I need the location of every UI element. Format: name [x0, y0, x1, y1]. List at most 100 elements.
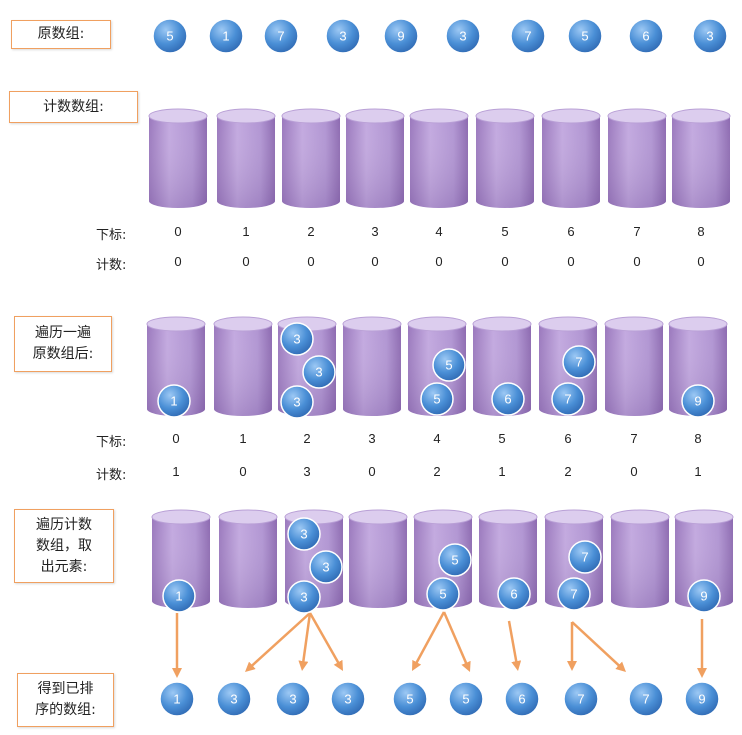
count-array-label: 计数数组:	[9, 91, 138, 123]
svg-text:5: 5	[451, 553, 458, 568]
original-element-1: 1	[208, 18, 244, 54]
bucket-ball-6-0: 7	[562, 345, 596, 379]
svg-text:5: 5	[406, 692, 413, 707]
svg-text:7: 7	[575, 355, 582, 370]
extract-arrow-8	[571, 621, 626, 672]
svg-text:3: 3	[230, 692, 237, 707]
extract-arrow-1	[245, 612, 311, 673]
count-bucket-0	[148, 108, 208, 208]
sorted-element-4: 5	[392, 681, 428, 717]
svg-text:5: 5	[166, 29, 173, 44]
index-after-0: 0	[172, 431, 180, 446]
original-element-7: 5	[567, 18, 603, 54]
svg-text:3: 3	[293, 332, 300, 347]
sorted-element-8: 7	[628, 681, 664, 717]
count-bucket-1	[216, 108, 276, 208]
index-6: 6	[567, 224, 575, 239]
bucket-ball-5-0: 6	[491, 382, 525, 416]
sorted-element-2: 3	[275, 681, 311, 717]
filled-bucket-7	[604, 316, 664, 416]
initial-count-8: 0	[697, 254, 705, 269]
extract-ball-4-0: 5	[438, 543, 472, 577]
extract-label: 遍历计数 数组，取 出元素:	[14, 509, 114, 583]
count-after-7: 0	[630, 464, 638, 479]
count-after-5: 1	[498, 464, 506, 479]
filled-bucket-1	[213, 316, 273, 416]
svg-text:1: 1	[175, 589, 182, 604]
index-after-4: 4	[433, 431, 441, 446]
original-array-label: 原数组:	[11, 20, 111, 49]
sorted-element-1: 3	[216, 681, 252, 717]
index-2: 2	[307, 224, 315, 239]
svg-text:3: 3	[300, 527, 307, 542]
initial-count-3: 0	[371, 254, 379, 269]
index-after-7: 7	[630, 431, 638, 446]
sorted-element-7: 7	[563, 681, 599, 717]
index-8: 8	[697, 224, 705, 239]
svg-text:3: 3	[293, 395, 300, 410]
extract-ball-2-0: 3	[287, 517, 321, 551]
sorted-element-9: 9	[684, 681, 720, 717]
count-row-label-2: 计数:	[96, 468, 127, 483]
index-1: 1	[242, 224, 250, 239]
initial-count-7: 0	[633, 254, 641, 269]
sorted-element-6: 6	[504, 681, 540, 717]
extract-ball-2-2: 3	[287, 580, 321, 614]
count-after-3: 0	[368, 464, 376, 479]
count-bucket-7	[607, 108, 667, 208]
original-element-4: 9	[383, 18, 419, 54]
initial-count-6: 0	[567, 254, 575, 269]
bucket-ball-2-1: 3	[302, 355, 336, 389]
svg-text:7: 7	[564, 392, 571, 407]
index-0: 0	[174, 224, 182, 239]
index-5: 5	[501, 224, 509, 239]
count-bucket-8	[671, 108, 731, 208]
svg-text:6: 6	[510, 587, 517, 602]
extract-ball-4-1: 5	[426, 577, 460, 611]
svg-text:5: 5	[445, 358, 452, 373]
original-element-0: 5	[152, 18, 188, 54]
count-row-label-1: 计数:	[96, 258, 127, 273]
index-row-label-2: 下标:	[96, 435, 127, 450]
extract-ball-0-0: 1	[162, 579, 196, 613]
initial-count-2: 0	[307, 254, 315, 269]
svg-text:1: 1	[173, 692, 180, 707]
index-after-8: 8	[694, 431, 702, 446]
extract-ball-5-0: 6	[497, 577, 531, 611]
svg-text:3: 3	[459, 29, 466, 44]
sorted-element-5: 5	[448, 681, 484, 717]
initial-count-5: 0	[501, 254, 509, 269]
index-after-2: 2	[303, 431, 311, 446]
original-element-2: 7	[263, 18, 299, 54]
bucket-ball-2-2: 3	[280, 385, 314, 419]
extract-ball-6-1: 7	[557, 577, 591, 611]
original-element-9: 3	[692, 18, 728, 54]
svg-text:9: 9	[694, 394, 701, 409]
count-after-2: 3	[303, 464, 311, 479]
bucket-ball-2-0: 3	[280, 322, 314, 356]
svg-text:3: 3	[289, 692, 296, 707]
count-after-8: 1	[694, 464, 702, 479]
count-after-0: 1	[172, 464, 180, 479]
bucket-ball-0-0: 1	[157, 384, 191, 418]
original-element-8: 6	[628, 18, 664, 54]
count-bucket-2	[281, 108, 341, 208]
svg-text:6: 6	[518, 692, 525, 707]
count-after-6: 2	[564, 464, 572, 479]
svg-text:1: 1	[170, 394, 177, 409]
svg-text:3: 3	[706, 29, 713, 44]
sorted-element-0: 1	[159, 681, 195, 717]
svg-text:5: 5	[439, 587, 446, 602]
index-7: 7	[633, 224, 641, 239]
count-bucket-3	[345, 108, 405, 208]
extract-bucket-3	[348, 509, 408, 608]
count-after-1: 0	[239, 464, 247, 479]
svg-text:7: 7	[277, 29, 284, 44]
index-after-6: 6	[564, 431, 572, 446]
original-element-3: 3	[325, 18, 361, 54]
count-after-4: 2	[433, 464, 441, 479]
initial-count-1: 0	[242, 254, 250, 269]
original-element-5: 3	[445, 18, 481, 54]
